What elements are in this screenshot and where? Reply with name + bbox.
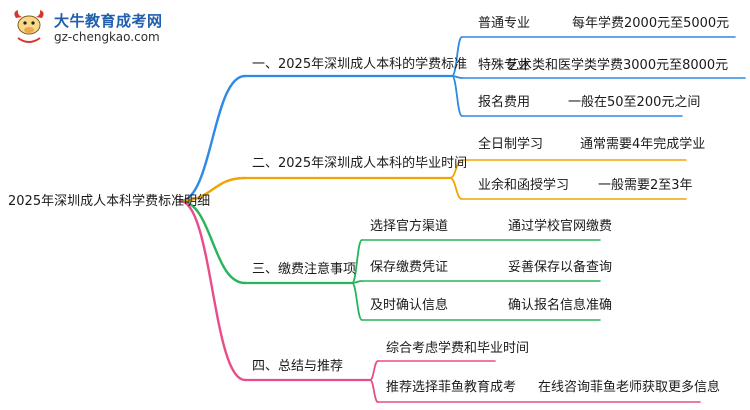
root-connector-1 — [178, 74, 247, 203]
logo-site-url: gz-chengkao.com — [54, 30, 160, 44]
branch-graduation-time: 二、2025年深圳成人本科的毕业时间 — [252, 156, 468, 171]
leaf-normal-major: 普通专业 — [478, 16, 531, 31]
leaf-official-channel-detail: 通过学校官网缴费 — [508, 219, 613, 234]
leaf-part-time-study-detail: 一般需要2至3年 — [598, 178, 693, 193]
leaf-registration-fee: 报名费用 — [478, 95, 531, 110]
root-connector-2 — [178, 176, 247, 203]
leaf-registration-fee-detail: 一般在50至200元之间 — [568, 95, 701, 110]
leaf-recommend-provider: 推荐选择菲鱼教育成考 — [386, 380, 517, 395]
leaf-special-major: 特殊专业 — [478, 58, 531, 73]
leaf-full-time-study-detail: 通常需要4年完成学业 — [580, 137, 706, 152]
leaf-keep-receipt: 保存缴费凭证 — [370, 260, 449, 275]
leaf-official-channel: 选择官方渠道 — [370, 219, 449, 234]
mindmap-root-topic: 2025年深圳成人本科学费标准明细 — [8, 194, 211, 209]
leaf-confirm-info: 及时确认信息 — [370, 298, 449, 313]
site-logo[interactable]: 大牛教育成考网 gz-chengkao.com — [6, 6, 196, 50]
leaf-connector-2-2 — [449, 177, 463, 200]
leaf-connector-3-1 — [351, 239, 363, 284]
leaf-full-time-study: 全日制学习 — [478, 137, 544, 152]
leaf-recommend-provider-detail: 在线咨询菲鱼老师获取更多信息 — [538, 380, 721, 395]
leaf-connector-1-1 — [451, 36, 463, 77]
leaf-normal-major-detail: 每年学费2000元至5000元 — [572, 16, 730, 31]
leaf-connector-4-1 — [369, 360, 379, 381]
branch-payment-notes: 三、缴费注意事项 — [252, 262, 357, 277]
leaf-special-major-detail: 艺术类和医学类学费3000元至8000元 — [506, 58, 729, 73]
leaf-consider-factors: 综合考虑学费和毕业时间 — [386, 341, 530, 356]
branch-summary: 四、总结与推荐 — [252, 359, 344, 374]
root-connector-3 — [178, 199, 247, 285]
leaf-part-time-study: 业余和函授学习 — [478, 178, 570, 193]
logo-site-name: 大牛教育成考网 — [54, 12, 163, 30]
branch-tuition-standard: 一、2025年深圳成人本科的学费标准 — [252, 57, 468, 72]
root-connector-4 — [178, 199, 247, 382]
leaf-connector-3-3 — [351, 282, 363, 321]
leaf-confirm-info-detail: 确认报名信息准确 — [508, 298, 613, 313]
bull-logo-icon — [14, 10, 44, 43]
leaf-connector-1-3 — [451, 75, 463, 117]
leaf-connector-4-2 — [369, 379, 379, 403]
leaf-keep-receipt-detail: 妥善保存以备查询 — [508, 260, 613, 275]
